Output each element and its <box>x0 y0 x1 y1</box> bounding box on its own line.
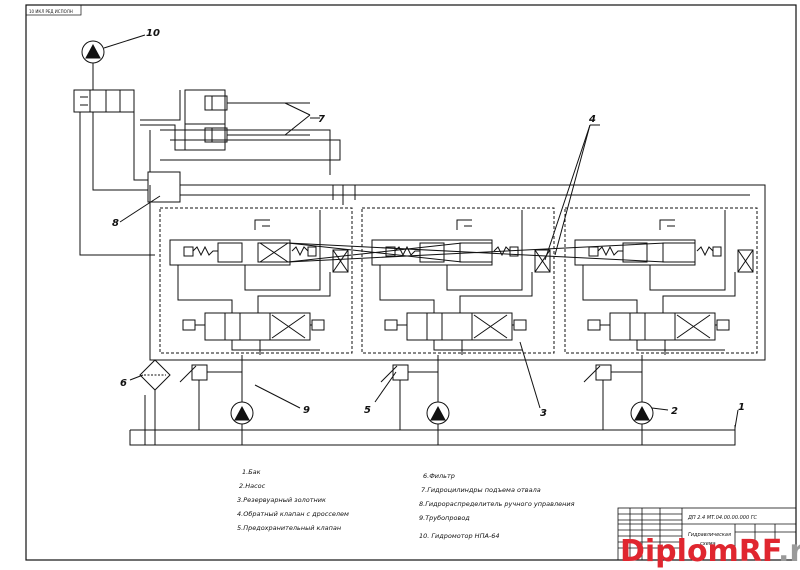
watermark: DiplomRF.ru <box>620 534 800 569</box>
section-1-lower-spool-frame <box>204 312 311 341</box>
section-3-upper-spool-block <box>622 242 648 263</box>
section-2-check-valve-box <box>534 249 551 273</box>
pump-b <box>426 355 450 445</box>
section-1 <box>159 207 353 354</box>
title-block-name-1: Гидравлическая <box>688 532 731 538</box>
top-stamp-box <box>25 4 82 16</box>
main-manifold <box>149 184 766 361</box>
callout-10: 10 <box>146 28 160 39</box>
legend-item-7: 7.Гидроцилиндры подъема отвала <box>421 486 541 494</box>
section-1-upper-spring <box>192 245 218 257</box>
section-1-upper-actuator <box>183 246 194 257</box>
section-3-lower-cross <box>676 314 711 339</box>
hand-distributor-8 <box>147 171 181 203</box>
callout-3: 3 <box>540 408 547 419</box>
legend-item-3: 3.Резервуарный золотник <box>237 496 326 504</box>
motor-valve-block <box>73 89 135 113</box>
callout-5: 5 <box>364 405 371 416</box>
lift-cylinders-7 <box>184 89 311 151</box>
drawing-frame <box>25 4 797 561</box>
legend-item-8: 8.Гидрораспределитель ручного управления <box>419 500 575 508</box>
section-3-upper-spring-right <box>696 246 714 257</box>
section-1-upper-spring-right <box>291 246 309 257</box>
section-1-upper-actuator-right <box>307 246 317 257</box>
legend-item-4: 4.Обратный клапан с дросселем <box>237 510 349 518</box>
relief-valve-5 <box>380 364 438 430</box>
section-2-upper-actuator <box>385 246 396 257</box>
section-2-check-valve-cross <box>534 249 551 273</box>
section-3-check-valve-box <box>737 249 754 273</box>
section-1-check-valve-cross <box>332 249 349 273</box>
section-1-upper-spool-frame <box>169 239 291 266</box>
section-2-upper-spring <box>394 245 420 257</box>
pump-a <box>230 355 254 445</box>
section-2-upper-spring-right <box>493 246 511 257</box>
title-block-code: ДП 2.4 МТ.04.00.00.000 ГС <box>687 515 758 521</box>
watermark-part-2: RF <box>739 534 780 569</box>
section-2 <box>361 207 555 354</box>
top-stamp-text: 10 ИКЛ РЕД ИСПОЛН <box>29 9 73 14</box>
callout-2: 2 <box>671 406 678 417</box>
legend-item-10: 10. Гидромотор НПА-64 <box>419 532 500 540</box>
hydromotor-10 <box>81 40 105 90</box>
legend-item-1: 1.Бак <box>242 468 261 476</box>
filter-6 <box>139 359 171 445</box>
return-line <box>129 395 736 446</box>
callout-4: 4 <box>588 114 596 125</box>
section-3-upper-actuator-right <box>712 246 722 257</box>
section-3-upper-spool-cross-box <box>662 242 696 263</box>
callout-7: 7 <box>318 114 325 125</box>
section-3-upper-actuator <box>588 246 599 257</box>
section-1-lower-actuator-left <box>182 319 196 331</box>
section-2-lower-actuator-right <box>513 319 527 331</box>
section-1-upper-cross <box>259 242 289 263</box>
section-1-lower-cross <box>271 314 306 339</box>
section-1-internal-pipes <box>177 210 331 355</box>
section-3 <box>564 207 758 354</box>
callout-8: 8 <box>112 218 119 229</box>
pipe-network-upper <box>92 90 341 191</box>
section-3-lower-spool-frame <box>609 312 716 341</box>
section-2-lower-actuator-left <box>384 319 398 331</box>
section-1-upper-spool-cross-box <box>257 242 291 263</box>
legend-item-2: 2.Насос <box>239 482 266 490</box>
section-3-internal-pipes <box>582 210 736 355</box>
section-1-tank-port <box>254 219 270 230</box>
section-2-upper-spool-block <box>419 242 445 263</box>
legend: 1.Бак 2.Насос 3.Резервуарный золотник 4.… <box>237 468 575 540</box>
legend-item-5: 5.Предохранительный клапан <box>237 524 341 532</box>
relief-valve-c <box>583 364 642 430</box>
section-1-check-valve-box <box>332 249 349 273</box>
legend-item-6: 6.Фильтр <box>423 472 455 480</box>
watermark-part-3: .ru <box>778 534 800 569</box>
section-2-lower-spool-frame <box>406 312 513 341</box>
section-2-lower-cross <box>473 314 508 339</box>
section-3-upper-cross <box>287 242 666 263</box>
section-2-upper-cross <box>287 242 463 263</box>
section-3-lower-actuator-right <box>716 319 730 331</box>
title-block <box>617 507 797 561</box>
relief-valve-a <box>179 364 242 430</box>
section-1-lower-actuator-right <box>311 319 325 331</box>
callout-1: 1 <box>738 402 745 413</box>
section-2-upper-spool-cross-box <box>459 242 493 263</box>
svg-text:DiplomRF.ru: DiplomRF.ru <box>620 534 800 569</box>
section-1-upper-spool-block <box>217 242 243 263</box>
section-3-lower-actuator-left <box>587 319 601 331</box>
legend-item-9: 9.Трубопровод <box>419 514 470 522</box>
section-3-check-valve-cross <box>737 249 754 273</box>
callout-6: 6 <box>120 378 127 389</box>
pump-c-2 <box>630 355 654 445</box>
callout-9: 9 <box>303 405 310 416</box>
title-block-name-2: схема <box>700 541 716 547</box>
section-2-upper-actuator-right <box>509 246 519 257</box>
section-2-tank-port <box>456 219 472 230</box>
section-2-internal-pipes <box>379 210 533 355</box>
section-3-upper-spool-frame <box>574 239 696 266</box>
section-3-tank-port <box>659 219 675 230</box>
section-3-upper-spring <box>597 245 623 257</box>
watermark-part-1: Diplom <box>620 534 739 569</box>
